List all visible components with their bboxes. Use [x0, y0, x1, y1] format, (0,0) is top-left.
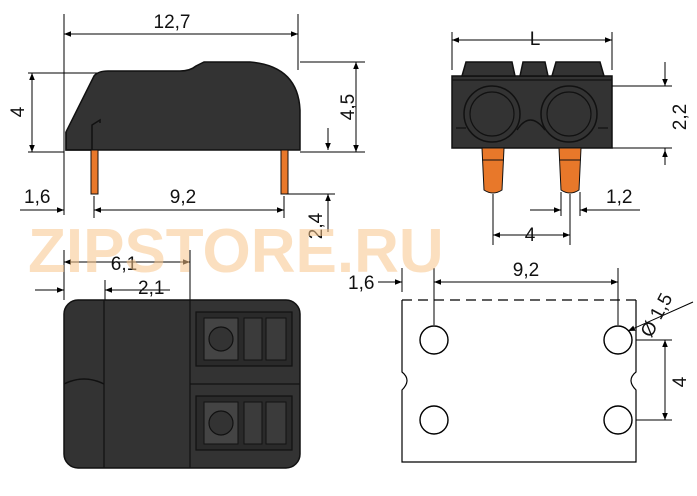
pcb-hole — [603, 325, 633, 355]
dim-pcb-offset-label: 1,6 — [348, 273, 374, 294]
side-view: 12,7 4 4,5 1,6 9,2 2,4 — [8, 12, 365, 239]
dim-pin-length-label: 2,4 — [306, 212, 327, 239]
pin-left — [90, 149, 99, 195]
pin-right — [280, 149, 289, 195]
cable-entry-left — [463, 85, 521, 143]
pcb-hole — [603, 405, 633, 435]
pin-front-right — [558, 147, 582, 194]
cable-entry-right — [540, 85, 598, 143]
pin-front-left — [481, 147, 505, 194]
dim-height-right-label: 4,5 — [338, 94, 359, 120]
pcb-layout: 1,6 9,2 Ø 1,5 4 — [348, 260, 694, 463]
dim-length-label: L — [530, 29, 541, 50]
footprint-outline — [401, 300, 637, 463]
dim-height-left-label: 4 — [8, 106, 29, 117]
dim-width-label: 12,7 — [154, 12, 191, 33]
dim-front-height-label: 2,2 — [670, 104, 691, 130]
pcb-hole — [419, 405, 449, 435]
dim-offset-label: 1,6 — [24, 187, 50, 208]
dim-inner-label: 2,1 — [138, 278, 164, 299]
dim-row-spacing-label: 4 — [670, 376, 691, 387]
dim-overall-label: 6,1 — [111, 254, 137, 275]
connector-body-side — [65, 61, 301, 151]
pcb-hole — [419, 325, 449, 355]
dim-hole-diameter-label: Ø 1,5 — [637, 290, 677, 341]
dim-pin-width-label: 1,2 — [606, 187, 632, 208]
dim-pitch-label: 9,2 — [170, 187, 196, 208]
dim-pcb-pitch-label: 9,2 — [513, 260, 539, 281]
watermark: ZIPSTORE.RU — [28, 217, 444, 286]
front-view: L 2,2 4 1,2 — [451, 29, 691, 246]
dim-pin-spacing-label: 4 — [525, 225, 536, 246]
top-view: 6,1 2,1 — [35, 250, 301, 469]
